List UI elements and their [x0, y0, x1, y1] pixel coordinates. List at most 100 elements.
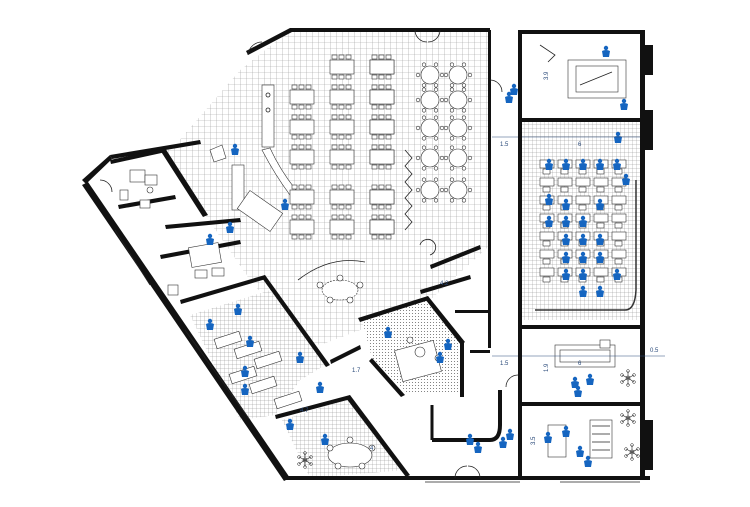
chair	[345, 54, 352, 60]
stool	[461, 83, 467, 88]
stool	[461, 87, 467, 92]
classroom-bench	[535, 180, 637, 311]
chair	[345, 234, 352, 240]
chair	[338, 84, 345, 90]
dining-table	[289, 89, 315, 105]
chair	[298, 104, 305, 110]
chair	[331, 104, 338, 110]
chair	[291, 104, 298, 110]
stool	[433, 198, 439, 203]
chair	[385, 214, 392, 220]
dining-table	[329, 189, 355, 205]
stool	[421, 108, 427, 113]
main-hall-floor	[160, 30, 490, 345]
stool	[421, 166, 427, 171]
chair	[331, 84, 338, 90]
stool	[433, 108, 439, 113]
bottom-left-room-floor	[282, 398, 405, 478]
chair	[338, 144, 345, 150]
windows	[114, 229, 640, 483]
stool	[461, 115, 467, 120]
chair	[578, 204, 587, 211]
stool	[449, 177, 455, 182]
chair	[291, 84, 298, 90]
stool	[467, 187, 473, 193]
chair	[596, 222, 605, 229]
bottom-left-furniture	[326, 436, 376, 470]
stool	[467, 72, 473, 78]
stool	[421, 136, 427, 141]
dim-small-room-depth: 1.9	[544, 363, 550, 372]
chair	[291, 184, 298, 190]
stool	[443, 72, 449, 78]
dining-table	[289, 219, 315, 235]
chair	[385, 134, 392, 140]
dim-room-b-width: 6	[578, 361, 582, 367]
stool	[467, 125, 473, 131]
chair	[331, 114, 338, 120]
desk	[611, 249, 627, 259]
activity-room-floor	[190, 290, 325, 420]
chair	[338, 104, 345, 110]
chair	[378, 74, 385, 80]
chair	[542, 276, 551, 283]
dining-table	[329, 59, 355, 75]
chair	[378, 214, 385, 220]
chair	[298, 164, 305, 170]
desk	[539, 231, 555, 241]
chair	[578, 186, 587, 193]
chair	[338, 114, 345, 120]
stool	[433, 115, 439, 120]
chair	[305, 114, 312, 120]
chair	[291, 204, 298, 210]
round-table	[448, 118, 468, 138]
chair	[345, 134, 352, 140]
stool	[433, 177, 439, 182]
dining-table	[329, 89, 355, 105]
chair	[560, 186, 569, 193]
person-figure-icon	[206, 233, 214, 245]
chair	[291, 144, 298, 150]
chair	[378, 134, 385, 140]
chair	[371, 204, 378, 210]
chair	[338, 234, 345, 240]
chair	[298, 84, 305, 90]
chair	[331, 204, 338, 210]
stool	[433, 83, 439, 88]
chair	[614, 222, 623, 229]
chair	[371, 164, 378, 170]
chair	[385, 54, 392, 60]
desk	[611, 213, 627, 223]
activity-table	[273, 390, 303, 410]
stool	[433, 136, 439, 141]
stool	[467, 155, 473, 161]
desk	[539, 267, 555, 277]
stool	[443, 187, 449, 193]
stool	[461, 198, 467, 203]
chair	[345, 204, 352, 210]
desk	[539, 249, 555, 259]
person-figure-icon	[506, 428, 514, 440]
chair	[338, 214, 345, 220]
chair	[371, 144, 378, 150]
chair	[614, 204, 623, 211]
dim-top-right-depth: 3.9	[544, 71, 550, 80]
chair	[298, 184, 305, 190]
chair	[345, 74, 352, 80]
dim-lower-left-b: 4	[370, 446, 374, 452]
chair	[378, 54, 385, 60]
dim-lower-left-a: 4.7	[300, 408, 309, 414]
chair	[298, 204, 305, 210]
stool	[443, 97, 449, 103]
desk	[611, 231, 627, 241]
dim-room-a-width: 6	[578, 142, 582, 148]
chair	[385, 164, 392, 170]
chair	[378, 164, 385, 170]
stool	[461, 108, 467, 113]
chair	[331, 214, 338, 220]
stool	[439, 72, 445, 78]
chair	[371, 104, 378, 110]
dining-tables	[289, 54, 395, 240]
dim-left-corridor: 1.7	[352, 368, 361, 374]
